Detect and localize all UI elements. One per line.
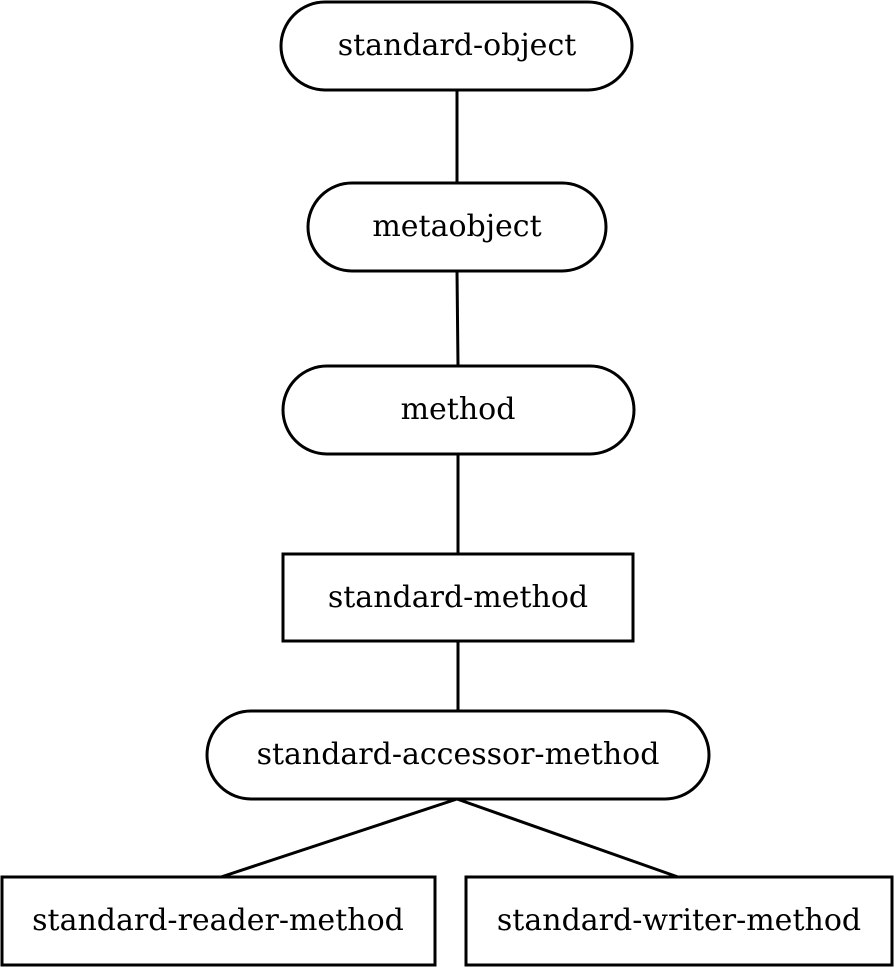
node-standard-writer-method: standard-writer-method	[464, 875, 894, 967]
node-standard-accessor-method: standard-accessor-method	[205, 709, 711, 801]
node-standard-accessor-method-shape	[205, 709, 711, 801]
node-standard-object: standard-object	[279, 0, 634, 92]
node-metaobject-label: metaobject	[372, 209, 541, 244]
edge-metaobject-method	[455, 270, 460, 367]
node-standard-reader-method-label: standard-reader-method	[32, 903, 404, 938]
node-standard-method-shape	[281, 552, 635, 643]
node-standard-method-label: standard-method	[328, 580, 588, 615]
node-standard-object-label: standard-object	[338, 28, 577, 63]
node-standard-method: standard-method	[281, 552, 635, 643]
node-method-shape	[281, 364, 636, 456]
node-standard-writer-method-label: standard-writer-method	[497, 903, 861, 938]
node-metaobject-shape	[306, 181, 608, 273]
node-metaobject: metaobject	[306, 181, 608, 273]
edge-standard-accessor-method-standard-writer-method	[456, 797, 679, 879]
node-method-label: method	[401, 392, 516, 427]
edge-standard-accessor-method-standard-reader-method	[220, 797, 458, 879]
node-standard-reader-method-shape	[0, 875, 437, 967]
node-method: method	[281, 364, 636, 456]
node-standard-accessor-method-label: standard-accessor-method	[257, 737, 660, 772]
node-standard-reader-method: standard-reader-method	[0, 875, 437, 967]
node-standard-writer-method-shape	[464, 875, 894, 967]
node-standard-object-shape	[279, 0, 634, 92]
